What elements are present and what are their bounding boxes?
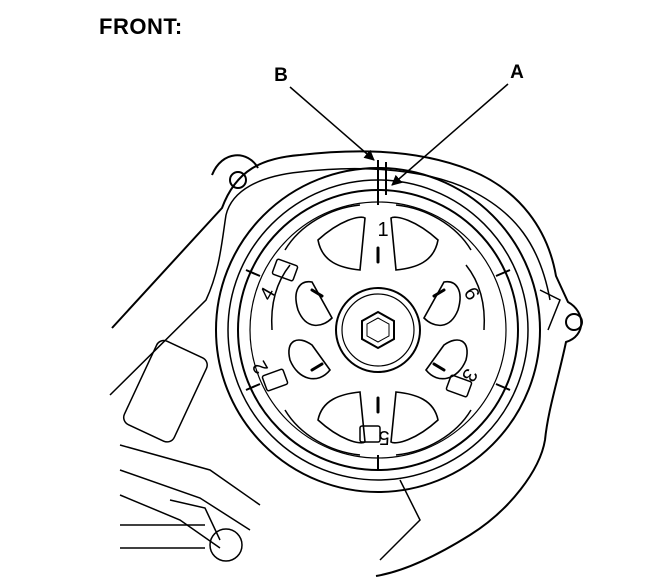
callout-label-a: A — [510, 62, 524, 83]
cover-seam — [379, 479, 421, 561]
window-8 — [424, 339, 468, 380]
camshaft-pulley — [215, 160, 541, 493]
block-recess — [122, 339, 208, 443]
window-4 — [423, 281, 461, 327]
center-bolt-face — [366, 317, 390, 343]
pulley-number-6: 6 — [459, 284, 484, 305]
window-3 — [295, 281, 333, 327]
housing-upper-lug — [211, 154, 259, 176]
belt-outer-ring — [215, 167, 541, 493]
callout-labels: B A — [274, 62, 524, 86]
callout-label-b: B — [274, 65, 288, 86]
block-edge-6 — [169, 499, 221, 541]
timing-cover-outline — [109, 150, 583, 577]
block-edge-3 — [119, 494, 221, 549]
mounting-bolt-hole-right — [565, 313, 583, 331]
pulley-number-4: 4 — [255, 284, 280, 305]
center-bolt-hex — [361, 310, 395, 350]
pulley-number-5: 5 — [378, 426, 389, 448]
pulley-hub — [335, 287, 421, 373]
leader-a — [391, 83, 509, 186]
housing-inner-outline — [109, 167, 551, 396]
pulley-ribs — [270, 204, 486, 456]
callout-leaders — [289, 83, 509, 186]
housing-ridge — [539, 289, 561, 331]
pulley-number-3: 3 — [457, 365, 482, 386]
block-edge-2 — [119, 469, 251, 531]
leader-b — [289, 86, 375, 161]
window-5 — [317, 391, 366, 444]
pulley-number-1: 1 — [377, 219, 388, 241]
housing-outline — [111, 150, 583, 577]
block-edge-1 — [119, 444, 261, 506]
window-7 — [288, 339, 332, 380]
engine-block-lines — [119, 339, 421, 562]
pulley-number-labels: 1 4 6 2 3 5 — [248, 219, 483, 448]
window-6 — [390, 391, 439, 444]
pulley-windows — [288, 216, 468, 444]
window-1 — [317, 216, 366, 271]
timing-slots — [310, 246, 446, 414]
view-heading: FRONT: — [99, 14, 183, 39]
pulley-hub-inner — [341, 293, 415, 367]
lower-boss — [209, 528, 243, 562]
square-cutouts — [261, 258, 473, 443]
mounting-bolt-hole-left — [229, 171, 247, 189]
window-2 — [390, 216, 439, 271]
